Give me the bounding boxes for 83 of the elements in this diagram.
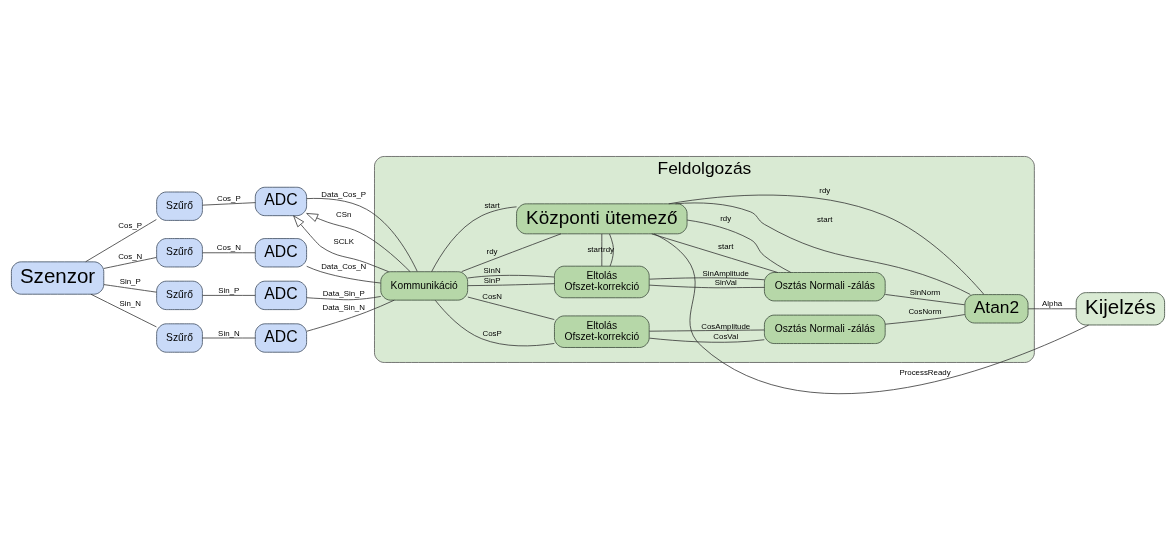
edge-label: rdy [819, 185, 831, 195]
connector [306, 198, 418, 272]
node-box: Atan2 [964, 294, 1029, 324]
edge-label: SinAmplitude [702, 268, 749, 278]
connector [467, 296, 555, 320]
node-box: Szűrő [156, 238, 203, 268]
connector [306, 299, 395, 332]
edge-label: CosVal [713, 331, 739, 341]
connector [609, 233, 614, 267]
node-box: ADC [254, 323, 307, 353]
connector [103, 257, 157, 269]
connector [90, 293, 157, 328]
edge-label: SinNorm [909, 287, 941, 297]
connector [467, 283, 555, 287]
edge-label: start [817, 214, 833, 224]
edge-label: Data_Sin_N [322, 302, 365, 312]
edge-label: Sin_N [119, 298, 141, 308]
edge-label: SinN [483, 266, 501, 276]
edge-label: Sin_P [119, 277, 141, 287]
edge-label: start [718, 241, 734, 251]
edge-label: Cos_P [118, 220, 143, 230]
connector [884, 294, 966, 306]
connector [306, 265, 381, 284]
connector [653, 233, 1090, 395]
arrow [306, 213, 411, 273]
edge-label: Data_Cos_P [321, 189, 367, 199]
connector [202, 295, 256, 296]
node-box: Eltolás Ofszet-korrekció [554, 315, 650, 348]
edge-label: Data_Cos_N [321, 262, 367, 272]
edge-label: Cos_N [216, 243, 241, 253]
connector [85, 219, 157, 263]
node-box: Osztás Normali -zálás [764, 272, 886, 302]
edge-label: rdy [720, 214, 732, 224]
edge-label: start [484, 200, 500, 210]
arrow [293, 215, 390, 273]
connector [884, 314, 966, 325]
connector [434, 299, 555, 347]
node-box: Szenzor [11, 261, 105, 295]
node-box: ADC [254, 280, 307, 310]
node-box: ADC [254, 186, 307, 217]
connector [686, 219, 792, 273]
node-box: Eltolás Ofszet-korrekció [554, 265, 650, 299]
node-box: Kijelzés [1075, 292, 1165, 326]
connector [648, 329, 765, 332]
connector [649, 277, 765, 281]
edge-label: Sin_N [218, 328, 240, 338]
node-box: Szűrő [156, 323, 203, 353]
edge-label: start [587, 244, 603, 254]
edge-label: ProcessReady [899, 368, 951, 378]
edge-label: SCLK [333, 237, 354, 247]
node-box: Központi ütemező [516, 203, 688, 235]
edge-label: rdy [486, 247, 498, 257]
connector [601, 233, 603, 267]
edge-label: CosN [482, 291, 502, 301]
connector [103, 284, 157, 293]
connector [202, 202, 256, 206]
connector [648, 284, 765, 289]
node-box: Osztás Normali -zálás [764, 314, 886, 344]
connector [651, 233, 779, 273]
node-box: Kommunikáció [380, 271, 469, 301]
edge-label: Sin_P [218, 286, 240, 296]
edge-label: CosAmplitude [701, 321, 751, 331]
edge-label: Cos_N [118, 252, 143, 262]
connector [461, 233, 562, 272]
node-box: ADC [254, 238, 307, 268]
edge-label: SinP [483, 275, 501, 285]
edge-label: CosP [482, 329, 502, 339]
connector [649, 337, 765, 343]
node-box: Szűrő [156, 280, 203, 310]
edge-label: rdy [603, 244, 614, 254]
connector [306, 296, 382, 301]
connector [202, 252, 256, 254]
edge-label: CosNorm [908, 307, 942, 317]
connector [467, 274, 555, 279]
connector [202, 337, 256, 339]
edge-label: CSn [336, 210, 352, 220]
node-box: Szűrő [156, 191, 203, 221]
edge-label: Alpha [1042, 299, 1063, 309]
edge-label: SinVal [714, 278, 737, 288]
edge-label: Cos_P [217, 194, 241, 204]
connector [431, 206, 517, 273]
edge-label: Data_Sin_P [322, 289, 365, 299]
connector [1027, 308, 1077, 310]
